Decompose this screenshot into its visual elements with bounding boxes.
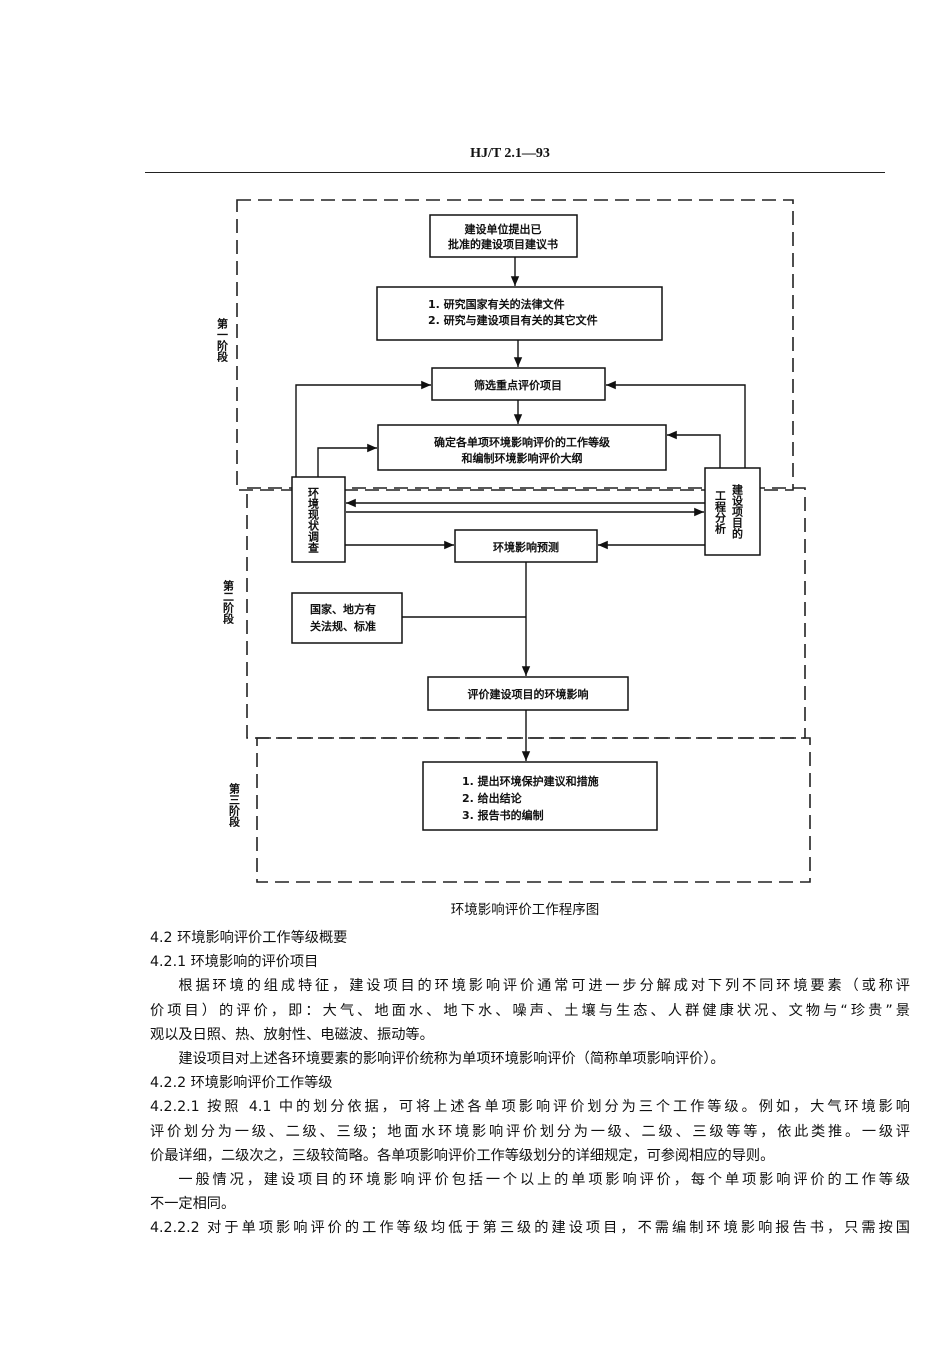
stage1-frame (236, 199, 794, 491)
box-grade-line1: 确定各单项环境影响评价的工作等级 (434, 435, 611, 449)
section-4-2-1-heading: 4.2.1 环境影响的评价项目 (150, 954, 319, 971)
box-evaluate-text: 评价建设项目的环境影响 (468, 687, 589, 701)
box-regulations-line2: 关法规、标准 (310, 619, 376, 633)
box-predict (454, 529, 598, 563)
stage-3-label: 第三阶段 (228, 782, 241, 828)
box-proposal-line1: 建设单位提出已 (465, 222, 542, 236)
stage-labels: 第一阶段 第二阶段 第三阶段 (216, 317, 241, 828)
box-conclusion-line1: 1. 提出环境保护建议和措施 (462, 774, 599, 788)
box-grade (377, 424, 667, 471)
box-conclusion-line2: 2. 给出结论 (462, 791, 523, 805)
section-4-2-heading: 4.2 环境影响评价工作等级概要 (150, 930, 348, 946)
stage3-frame (256, 737, 811, 883)
stage-2-label: 第二阶段 (222, 579, 235, 625)
workflow-diagram: 第一阶段 第二阶段 第三阶段 建设单位提出已 批准的建设项目建议书 1. 研究国… (216, 199, 811, 883)
box-proposal (429, 214, 578, 258)
box-research (376, 286, 663, 341)
box-evaluate (427, 676, 629, 711)
box-research-line2: 2. 研究与建设项目有关的其它文件 (428, 313, 598, 327)
body-text: 4.2 环境影响评价工作等级概要 4.2.1 环境影响的评价项目 根据环境的组成… (150, 926, 910, 1241)
box-predict-text: 环境影响预测 (493, 540, 559, 554)
box-engineering-col1: 建设项目的 (731, 483, 744, 540)
standard-code-header: HJ/T 2.1—93 (470, 146, 550, 161)
box-conclusion-line3: 3. 报告书的编制 (462, 808, 544, 822)
paragraph-1-line2: 价项目）的评价，即：大气、地面水、地下水、噪声、土壤与生态、人群健康状况、文物与… (150, 1002, 910, 1019)
figure-caption: 环境影响评价工作程序图 (450, 902, 600, 918)
arrows (295, 257, 746, 761)
paragraph-1-line1: 根据环境的组成特征，建设项目的环境影响评价通常可进一步分解成对下列不同环境要素（… (178, 978, 910, 995)
box-regulations-line1: 国家、地方有 (310, 602, 376, 616)
box-engineering (704, 467, 761, 556)
section-4-2-2-heading: 4.2.2 环境影响评价工作等级 (150, 1075, 333, 1092)
box-proposal-line2: 批准的建设项目建议书 (448, 237, 558, 251)
paragraph-1-line3: 观以及日照、热、放射性、电磁波、振动等。 (150, 1026, 434, 1043)
box-screen (431, 367, 606, 401)
box-conclusion (422, 761, 658, 831)
paragraph-5: 4.2.2.2 对于单项影响评价的工作等级均低于第三级的建设项目，不需编制环境影… (150, 1220, 910, 1237)
stage2-frame (246, 487, 806, 739)
box-research-line1: 1. 研究国家有关的法律文件 (428, 297, 565, 311)
paragraph-4-line1: 一般情况，建设项目的环境影响评价包括一个以上的单项影响评价，每个单项影响评价的工… (178, 1172, 910, 1189)
paragraph-3-line2: 评价划分为一级、二级、三级；地面水环境影响评价划分为一级、二级、三级等等，依此类… (150, 1123, 910, 1140)
box-survey-text: 环境现状调查 (307, 487, 320, 553)
paragraph-2: 建设项目对上述各环境要素的影响评价统称为单项环境影响评价（简称单项影响评价）。 (178, 1051, 725, 1068)
box-engineering-col2: 工程分析 (714, 490, 727, 535)
paragraph-3-line1: 4.2.2.1 按照 4.1 中的划分依据，可将上述各单项影响评价划分为三个工作… (150, 1099, 910, 1116)
paragraph-3-line3: 价最详细，二级次之，三级较简略。各单项影响评价工作等级划分的详细规定，可参阅相应… (150, 1147, 775, 1164)
stage-1-label: 第一阶段 (216, 317, 229, 363)
box-grade-line2: 和编制环境影响评价大纲 (462, 451, 583, 465)
paragraph-4-line2: 不一定相同。 (150, 1196, 236, 1213)
header-rule (145, 172, 885, 173)
box-regulations (291, 592, 403, 644)
box-screen-text: 筛选重点评价项目 (474, 378, 562, 392)
